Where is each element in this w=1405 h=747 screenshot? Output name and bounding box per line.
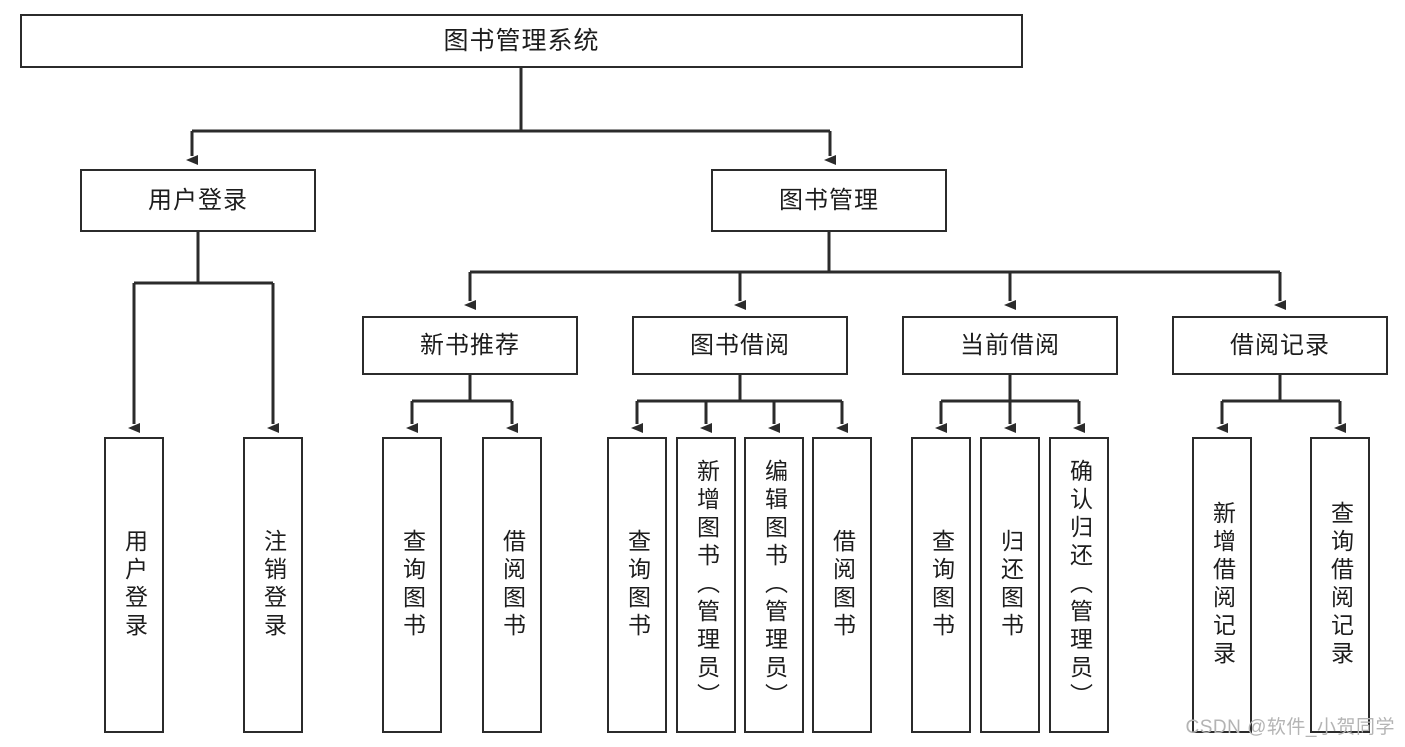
leaf-record-query-record[interactable]: 查询借阅记录 (1310, 437, 1370, 733)
node-label: 图书管理系统 (443, 26, 600, 55)
node-borrow-record[interactable]: 借阅记录 (1172, 316, 1388, 375)
node-label: 用户登录 (121, 529, 148, 641)
leaf-borrow-borrow-book[interactable]: 借阅图书 (812, 437, 872, 733)
node-current-borrow[interactable]: 当前借阅 (902, 316, 1118, 375)
leaf-current-query-book[interactable]: 查询图书 (911, 437, 971, 733)
node-new-book-recommend[interactable]: 新书推荐 (362, 316, 578, 375)
node-label: 查询图书 (624, 529, 651, 641)
node-label: 注销登录 (260, 529, 287, 641)
leaf-borrow-add-book-admin[interactable]: 新增图书（管理员） (676, 437, 736, 733)
leaf-recommend-borrow-book[interactable]: 借阅图书 (482, 437, 542, 733)
node-root-system[interactable]: 图书管理系统 (20, 14, 1023, 68)
leaf-user-login-signin[interactable]: 用户登录 (104, 437, 164, 733)
node-label: 图书管理 (779, 186, 879, 214)
leaf-recommend-query-book[interactable]: 查询图书 (382, 437, 442, 733)
watermark-text: CSDN @软件_小贺同学 (1185, 717, 1395, 738)
node-book-management[interactable]: 图书管理 (711, 169, 947, 232)
node-label: 借阅图书 (499, 529, 526, 641)
node-label: 查询图书 (928, 529, 955, 641)
node-label: 新增借阅记录 (1209, 501, 1236, 669)
node-label: 确认归还（管理员） (1066, 459, 1093, 711)
node-label: 用户登录 (148, 186, 248, 214)
node-user-login[interactable]: 用户登录 (80, 169, 316, 232)
node-label: 借阅记录 (1230, 331, 1330, 359)
node-label: 图书借阅 (690, 331, 790, 359)
node-label: 当前借阅 (960, 331, 1060, 359)
node-label: 归还图书 (997, 529, 1024, 641)
node-label: 新书推荐 (420, 331, 520, 359)
node-label: 查询图书 (399, 529, 426, 641)
leaf-borrow-query-book[interactable]: 查询图书 (607, 437, 667, 733)
node-book-borrow[interactable]: 图书借阅 (632, 316, 848, 375)
node-label: 借阅图书 (829, 529, 856, 641)
leaf-record-add-record[interactable]: 新增借阅记录 (1192, 437, 1252, 733)
node-label: 新增图书（管理员） (693, 459, 720, 711)
node-label: 编辑图书（管理员） (761, 459, 788, 711)
leaf-current-return-book[interactable]: 归还图书 (980, 437, 1040, 733)
leaf-borrow-edit-book-admin[interactable]: 编辑图书（管理员） (744, 437, 804, 733)
leaf-user-login-signout[interactable]: 注销登录 (243, 437, 303, 733)
leaf-current-confirm-return-admin[interactable]: 确认归还（管理员） (1049, 437, 1109, 733)
node-label: 查询借阅记录 (1327, 501, 1354, 669)
